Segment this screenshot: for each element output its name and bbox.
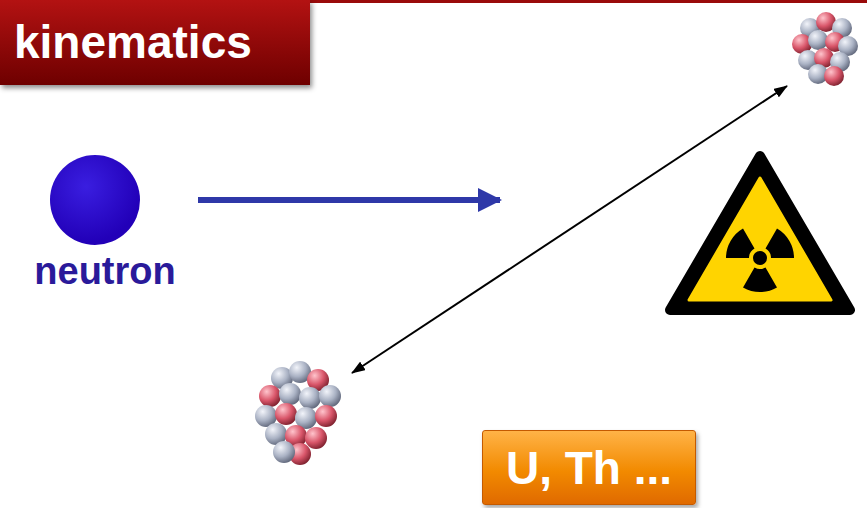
particle-node: neutron — [20, 150, 190, 300]
target-node: U, Th ... — [528, 10, 624, 506]
radiation-warning-sign — [670, 156, 850, 310]
fission-fragment — [259, 385, 281, 407]
neutron-circle — [50, 155, 140, 245]
radiation-warning-sign — [753, 251, 767, 265]
fission-fragment — [319, 385, 341, 407]
fission-fragment — [824, 66, 844, 86]
radiation-warning-sign — [689, 178, 831, 300]
material-label: U, Th ... — [482, 430, 696, 505]
fission-fragment — [255, 361, 341, 465]
fission-fragment — [299, 387, 321, 409]
fission-fragment — [305, 427, 327, 449]
radiation-warning-sign — [743, 268, 777, 292]
fission-fragment — [808, 30, 828, 50]
particle-label: neutron — [34, 250, 175, 294]
radiation-warning-sign — [670, 156, 850, 310]
fission-fragment — [273, 441, 295, 463]
fission-fragment — [315, 405, 337, 427]
fission-fragment — [792, 12, 858, 86]
title-banner: kinematics — [0, 0, 310, 85]
fission-fragment — [275, 403, 297, 425]
title: kinematics — [0, 0, 310, 85]
neutron-beam-arrow — [198, 197, 500, 203]
fission-fragment — [279, 383, 301, 405]
radiation-warning-sign — [726, 229, 755, 258]
radiation-warning-sign — [766, 229, 795, 258]
